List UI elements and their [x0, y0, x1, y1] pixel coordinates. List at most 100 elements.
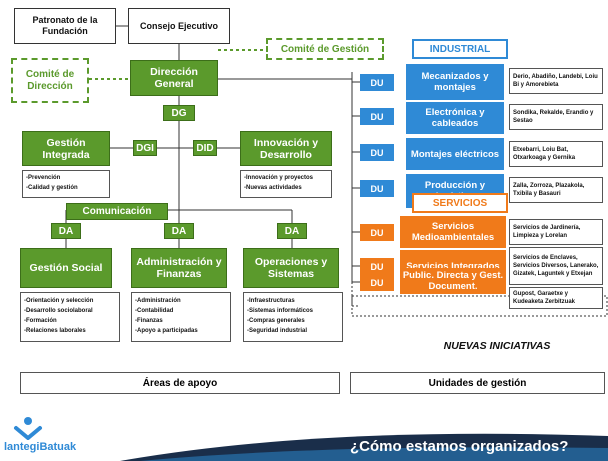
innovacion-label: Innovación y Desarrollo	[253, 136, 319, 161]
unit-locations-text: Servicios de Enclaves, Servicios Diverso…	[513, 255, 599, 277]
du-label: DU	[370, 77, 384, 88]
unit-name: Public. Directa y Gest. Document.	[402, 270, 504, 292]
list-item: -Compras generales	[247, 318, 305, 324]
da-tag: DA	[277, 223, 307, 239]
unit-locations: Zalla, Zorroza, Plazakola, Txibila y Bas…	[509, 177, 603, 203]
da-label: DA	[284, 225, 300, 237]
unit-locations: Derio, Abadiño, Landebi, Loiu Bi y Amore…	[509, 68, 603, 94]
da-label: DA	[171, 225, 187, 237]
du-tag: DU	[360, 180, 394, 197]
unit-locations-text: Gupost, Garaetxe y Kudeaketa Zerbitzuak	[513, 291, 576, 305]
area-title: Gestión Social	[29, 262, 103, 274]
direccion-general-label: Dirección General	[150, 66, 198, 90]
gestion-social-list: -Orientación y selección -Desarrollo soc…	[20, 292, 120, 342]
servicios-header-label: SERVICIOS	[432, 197, 488, 209]
direccion-general-box: Dirección General	[130, 60, 218, 96]
industrial-unit: Mecanizados y montajes	[406, 64, 504, 100]
operaciones-list: -Infraestructuras -Sistemas informáticos…	[243, 292, 343, 342]
unidades-gestion-box: Unidades de gestión	[350, 372, 605, 394]
list-item: -Infraestructuras	[247, 298, 295, 304]
bottom-band	[120, 433, 608, 461]
comite-direccion-box: Comité de Dirección	[11, 58, 89, 103]
gestion-social-box: Gestión Social	[20, 248, 112, 288]
comunicacion-label: Comunicación	[82, 206, 152, 217]
unit-name: Electrónica y cableados	[425, 107, 485, 129]
du-tag: DU	[360, 224, 394, 241]
did-label: DID	[196, 142, 214, 154]
gestion-integrada-label: Gestión Integrada	[42, 136, 90, 161]
innovacion-box: Innovación y Desarrollo	[240, 131, 332, 166]
list-item: -Seguridad industrial	[247, 328, 308, 334]
du-label: DU	[370, 147, 384, 158]
servicios-unit: Servicios Medioambientales	[400, 216, 506, 248]
du-tag: DU	[360, 144, 394, 161]
consejo-label: Consejo Ejecutivo	[139, 20, 219, 31]
unit-name: Servicios Medioambientales	[411, 221, 495, 243]
servicios-unit: Public. Directa y Gest. Document.	[400, 268, 506, 294]
unit-locations-text: Sondika, Rekalde, Erandio y Sestao	[513, 110, 594, 124]
du-tag: DU	[360, 258, 394, 275]
industrial-header-label: INDUSTRIAL	[429, 43, 491, 55]
du-tag: DU	[360, 274, 394, 291]
da-tag: DA	[164, 223, 194, 239]
du-label: DU	[370, 261, 384, 272]
nuevas-iniciativas-label: NUEVAS INICIATIVAS	[443, 340, 551, 352]
list-item: -Prevención	[26, 175, 61, 181]
list-item: -Orientación y selección	[24, 298, 94, 304]
list-item: -Apoyo a participadas	[135, 328, 198, 334]
du-label: DU	[370, 183, 384, 194]
comite-gestion-label: Comité de Gestión	[280, 43, 370, 55]
list-item: -Desarrollo sociolaboral	[24, 308, 93, 314]
did-tag: DID	[193, 140, 217, 156]
du-label: DU	[370, 277, 384, 288]
industrial-header: INDUSTRIAL	[412, 39, 508, 59]
list-item: -Nuevas actividades	[244, 185, 302, 191]
list-item: -Contabilidad	[135, 308, 174, 314]
unit-name: Mecanizados y montajes	[421, 71, 489, 93]
dgi-label: DGI	[136, 142, 154, 154]
unit-locations: Servicios de Jardinería, Limpieza y Lore…	[509, 219, 603, 245]
slogan: ¿Cómo estamos organizados?	[350, 438, 569, 455]
patronato-label: Patronato de la Fundación	[32, 15, 98, 36]
industrial-unit: Montajes eléctricos	[406, 138, 504, 170]
unit-locations: Gupost, Garaetxe y Kudeaketa Zerbitzuak	[509, 287, 603, 309]
list-item: -Innovación y proyectos	[244, 175, 314, 181]
area-title: Operaciones y Sistemas	[254, 256, 328, 280]
nuevas-iniciativas: NUEVAS INICIATIVAS	[392, 337, 602, 355]
unit-locations-text: Servicios de Jardinería, Limpieza y Lore…	[513, 225, 581, 239]
du-label: DU	[370, 111, 384, 122]
du-tag: DU	[360, 74, 394, 91]
comite-direccion-label: Comité de Dirección	[25, 68, 75, 92]
unit-locations: Etxebarri, Loiu Bat, Otxarkoaga y Gernik…	[509, 141, 603, 167]
du-tag: DU	[360, 108, 394, 125]
administracion-list: -Administración -Contabilidad -Finanzas …	[131, 292, 231, 342]
administracion-box: Administración y Finanzas	[131, 248, 227, 288]
list-item: -Relaciones laborales	[24, 328, 86, 334]
gestion-integrada-box: Gestión Integrada	[22, 131, 110, 166]
unidades-gestion-label: Unidades de gestión	[428, 377, 527, 389]
unit-locations-text: Derio, Abadiño, Landebi, Loiu Bi y Amore…	[513, 74, 598, 88]
consejo-box: Consejo Ejecutivo	[128, 8, 230, 44]
unit-name: Servicios Integrados	[406, 260, 500, 272]
unit-locations-text: Etxebarri, Loiu Bat, Otxarkoaga y Gernik…	[513, 147, 576, 161]
dg-label: DG	[171, 107, 187, 119]
unit-locations-text: Zalla, Zorroza, Plazakola, Txibila y Bas…	[513, 183, 585, 197]
list-item: -Sistemas informáticos	[247, 308, 314, 314]
industrial-unit: Electrónica y cableados	[406, 102, 504, 134]
areas-apoyo-box: Áreas de apoyo	[20, 372, 340, 394]
list-item: -Calidad y gestión	[26, 185, 78, 191]
dgi-tag: DGI	[133, 140, 157, 156]
unit-name: Montajes eléctricos	[410, 148, 500, 160]
innovacion-list: -Innovación y proyectos -Nuevas activida…	[240, 170, 332, 198]
servicios-header: SERVICIOS	[412, 193, 508, 213]
da-label: DA	[58, 225, 74, 237]
area-title: Administración y Finanzas	[136, 256, 222, 280]
dg-tag: DG	[163, 105, 195, 121]
list-item: -Administración	[135, 298, 181, 304]
comunicacion-box: Comunicación	[66, 203, 168, 220]
logo-text: lantegiBatuak	[4, 441, 77, 453]
operaciones-box: Operaciones y Sistemas	[243, 248, 339, 288]
person-logo-icon	[14, 417, 42, 441]
comite-gestion-box: Comité de Gestión	[266, 38, 384, 60]
list-item: -Formación	[24, 318, 57, 324]
